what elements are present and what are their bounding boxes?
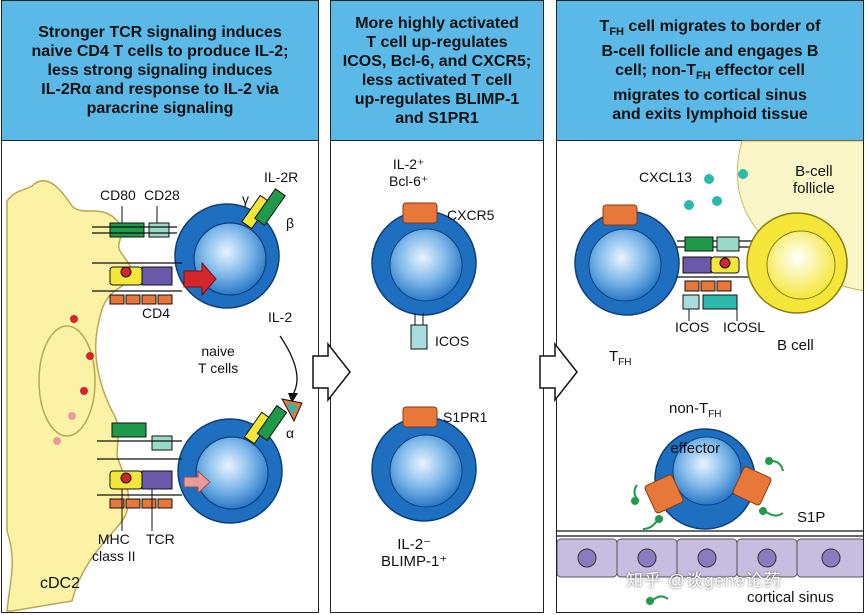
label-tfh-main: T bbox=[609, 348, 619, 365]
label-cd28: CD28 bbox=[144, 187, 180, 203]
signal-arrow-weak bbox=[183, 469, 211, 495]
label-cxcr5: CXCR5 bbox=[447, 207, 495, 223]
label-tfh: TFH bbox=[609, 331, 632, 371]
label-nontfh-line2: effector bbox=[670, 440, 721, 457]
label-tfh-sub: FH bbox=[618, 357, 632, 368]
label-cd80: CD80 bbox=[100, 187, 136, 203]
label-beta: β bbox=[286, 215, 295, 231]
panel-migration: TFH cell migrates to border of B-cell fo… bbox=[556, 0, 864, 613]
label-b-cell: B cell bbox=[777, 337, 814, 354]
label-nontfh-main: non-T bbox=[669, 400, 709, 417]
panel-3-illustration bbox=[557, 140, 863, 605]
label-gamma: γ bbox=[242, 191, 249, 207]
header-3-l2: B-cell follicle and engages B bbox=[601, 43, 819, 60]
label-s1pr1: S1PR1 bbox=[443, 409, 488, 425]
header-3-l1-sub: FH bbox=[609, 26, 624, 38]
header-3-l1-prefix: T bbox=[599, 17, 610, 35]
label-mhc-class-ii: MHC class II bbox=[92, 531, 136, 564]
label-il2r: IL-2R bbox=[264, 169, 299, 185]
header-3-l3-prefix: cell; non-T bbox=[615, 62, 696, 79]
label-icos-p3: ICOS bbox=[675, 319, 710, 335]
panel-3-header-text: TFH cell migrates to border of B-cell fo… bbox=[600, 17, 821, 124]
label-cortical-sinus: cortical sinus bbox=[747, 589, 834, 606]
s1pr1-receptor bbox=[402, 406, 438, 428]
signal-arrow-strong bbox=[183, 261, 217, 297]
dc-nucleus bbox=[38, 325, 96, 437]
label-non-tfh-effector: non-TFH effector bbox=[669, 383, 722, 457]
label-cd4: CD4 bbox=[142, 305, 171, 321]
label-nontfh-sub: FH bbox=[708, 409, 722, 420]
label-il2-neg-blimp1-pos: IL-2⁻ BLIMP-1⁺ bbox=[381, 536, 448, 570]
label-icos: ICOS bbox=[435, 333, 470, 349]
il2-arrow bbox=[279, 335, 298, 397]
panel-1-header-text: Stronger TCR signaling induces naive CD4… bbox=[31, 24, 289, 117]
label-il2: IL-2 bbox=[268, 309, 293, 325]
label-alpha: α bbox=[286, 425, 295, 441]
label-icosl: ICOSL bbox=[723, 319, 766, 335]
panel-2-header-text: More highly activated T cell up-regulate… bbox=[342, 14, 532, 127]
label-cxcl13: CXCL13 bbox=[639, 169, 692, 185]
label-s1p: S1P bbox=[797, 509, 826, 526]
watermark-text: 知乎 @谈gene论药 bbox=[626, 571, 782, 590]
label-naive-t-cells: naive T cells bbox=[198, 343, 239, 376]
panel-tcr-signaling: Stronger TCR signaling induces naive CD4… bbox=[1, 0, 319, 613]
cxcr5-receptor bbox=[402, 202, 438, 224]
panel-3-header: TFH cell migrates to border of B-cell fo… bbox=[557, 1, 863, 141]
panel-2-header: More highly activated T cell up-regulate… bbox=[331, 1, 543, 141]
header-3-rest: migrates to cortical sinus and exits lym… bbox=[612, 87, 808, 124]
panel-1-header: Stronger TCR signaling induces naive CD4… bbox=[2, 1, 318, 141]
panel-1-illustration bbox=[6, 179, 303, 612]
label-cdc2: cDC2 bbox=[40, 575, 81, 592]
icos-receptor bbox=[410, 324, 428, 350]
panel-activation: More highly activated T cell up-regulate… bbox=[330, 0, 544, 613]
label-tcr: TCR bbox=[146, 531, 175, 547]
panel-2-illustration bbox=[371, 202, 477, 522]
label-b-cell-follicle: B-cell follicle bbox=[793, 163, 835, 197]
header-3-l3-suffix: effector cell bbox=[710, 62, 805, 79]
header-3-l1-suffix: cell migrates to border of bbox=[623, 17, 821, 35]
header-3-l3-sub: FH bbox=[695, 70, 711, 83]
label-il2-bcl6-positive: IL-2⁺ Bcl-6⁺ bbox=[389, 156, 429, 189]
